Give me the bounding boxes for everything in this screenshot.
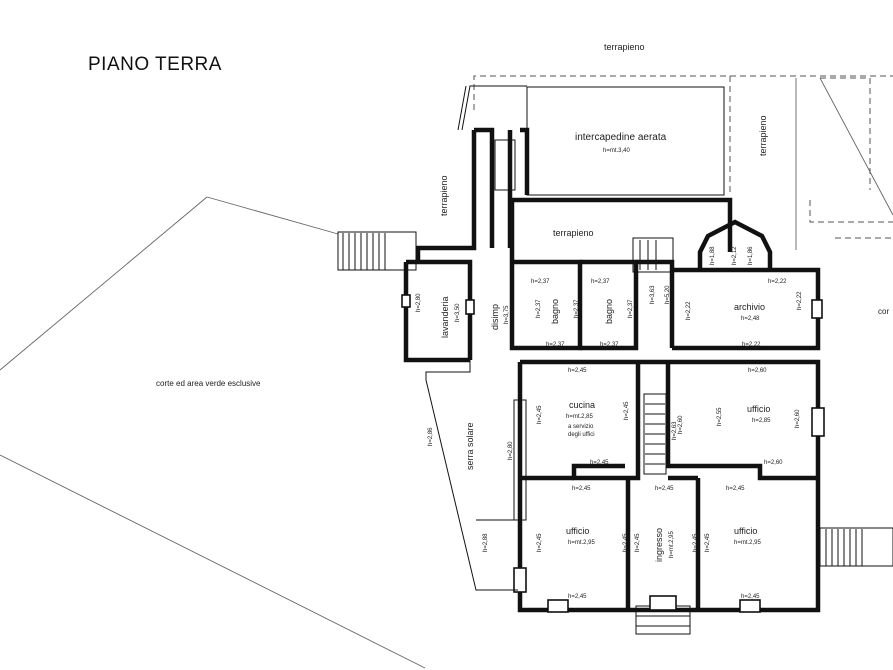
h222-d: h=2,22 xyxy=(797,291,803,310)
cucina-note1: a servizio xyxy=(568,424,594,430)
h237-c: h=2,37 xyxy=(546,342,565,348)
h237-a: h=2,37 xyxy=(531,279,550,285)
ufficio-bottom-right-height: h=mt.2,95 xyxy=(734,540,762,546)
h188: h=1,88 xyxy=(710,246,716,265)
h520: h=5,20 xyxy=(665,285,671,304)
ufficio-left-height: h=mt.2,95 xyxy=(568,540,596,546)
h245-j: h=2,45 xyxy=(635,533,641,552)
bagni-walls xyxy=(509,237,675,351)
h245-g: h=2,45 xyxy=(726,486,745,492)
terrapieno-top-label: terrapieno xyxy=(604,42,645,52)
cucina-height: h=mt.2,85 xyxy=(566,414,594,420)
h245-a: h=2,45 xyxy=(568,368,587,374)
h260-d: h=2,60 xyxy=(678,415,684,434)
archivio-label: archivio xyxy=(734,302,765,312)
h245-c: h=2,45 xyxy=(537,405,543,424)
h245-m: h=2,45 xyxy=(568,594,587,600)
corte-right-label: cor xyxy=(878,307,889,316)
h222-c: h=2,22 xyxy=(686,301,692,320)
h280: h=2,80 xyxy=(508,441,514,460)
right-exterior-stair xyxy=(819,527,893,567)
h245-l: h=2,45 xyxy=(705,533,711,552)
h245-e: h=2,45 xyxy=(572,486,591,492)
h222-a: h=2,22 xyxy=(768,279,787,285)
h222-b: h=2,22 xyxy=(742,342,761,348)
h255: h=2,55 xyxy=(717,407,723,426)
north-corridor-walls xyxy=(415,85,733,262)
disimp-label: disimp xyxy=(490,304,500,330)
terrapieno-left-label: terrapieno xyxy=(439,175,449,216)
lavanderia-label: lavanderia xyxy=(440,296,450,338)
h237-b: h=2,37 xyxy=(591,279,610,285)
h260-c: h=2,60 xyxy=(795,409,801,428)
h237-d: h=2,37 xyxy=(600,342,619,348)
archivio-walls xyxy=(672,219,823,351)
h288: h=2,88 xyxy=(483,533,489,552)
archivio-height: h=2,48 xyxy=(741,316,760,322)
h245-h: h=2,45 xyxy=(537,533,543,552)
intercapedine-label: intercapedine aerata xyxy=(575,132,667,143)
h260-b: h=2,60 xyxy=(764,460,783,466)
lavanderia-height2: h=2,80 xyxy=(416,293,422,312)
corte-label: corte ed area verde esclusive xyxy=(156,379,261,388)
cucina-label: cucina xyxy=(569,400,595,410)
h186: h=1,86 xyxy=(748,246,754,265)
h260-a: h=2,60 xyxy=(748,368,767,374)
bagno2-label: bagno xyxy=(604,299,614,324)
cucina-note2: degli uffici xyxy=(568,432,595,438)
site-lines xyxy=(0,77,893,669)
bagno1-label: bagno xyxy=(550,299,560,324)
h237-e: h=2,37 xyxy=(536,299,542,318)
ingresso-label: ingresso xyxy=(654,528,664,562)
h212: h=2,12 xyxy=(732,246,738,265)
h245-f: h=2,45 xyxy=(655,486,674,492)
ufficio-left-label: ufficio xyxy=(566,526,589,536)
h286: h=2,86 xyxy=(428,427,434,446)
h245-n: h=2,45 xyxy=(741,594,760,600)
intercapedine-height: h=mt.3,40 xyxy=(603,148,631,154)
h363: h=3,63 xyxy=(650,285,656,304)
serra-solare-outline xyxy=(425,360,520,591)
entrance-steps xyxy=(547,595,761,635)
h263: h=2,63 xyxy=(672,421,678,440)
ingresso-height: h=mt.2,95 xyxy=(669,530,675,558)
page-title: PIANO TERRA xyxy=(88,54,222,75)
ufficio-bottom-right-label: ufficio xyxy=(734,526,757,536)
left-exterior-stair xyxy=(337,231,417,271)
h245-d: h=2,45 xyxy=(624,401,630,420)
ufficio-right-label: ufficio xyxy=(747,404,770,414)
serra-label: serra solare xyxy=(465,422,475,470)
h245-b: h=2,45 xyxy=(590,460,609,466)
terrapieno-mid-label: terrapieno xyxy=(553,228,594,238)
lavanderia-walls xyxy=(401,259,475,363)
h237-g: h=2,37 xyxy=(628,299,634,318)
h245-k: h=2,45 xyxy=(693,533,699,552)
disimp-height: h=3,75 xyxy=(504,305,510,324)
h245-i: h=2,45 xyxy=(623,533,629,552)
terrapieno-right-label: terrapieno xyxy=(758,115,768,156)
h237-f: h=2,37 xyxy=(574,299,580,318)
terrapieno-outline xyxy=(473,75,893,239)
lavanderia-height: h=3,50 xyxy=(455,303,461,322)
ufficio-right-height: h=2,85 xyxy=(752,418,771,424)
